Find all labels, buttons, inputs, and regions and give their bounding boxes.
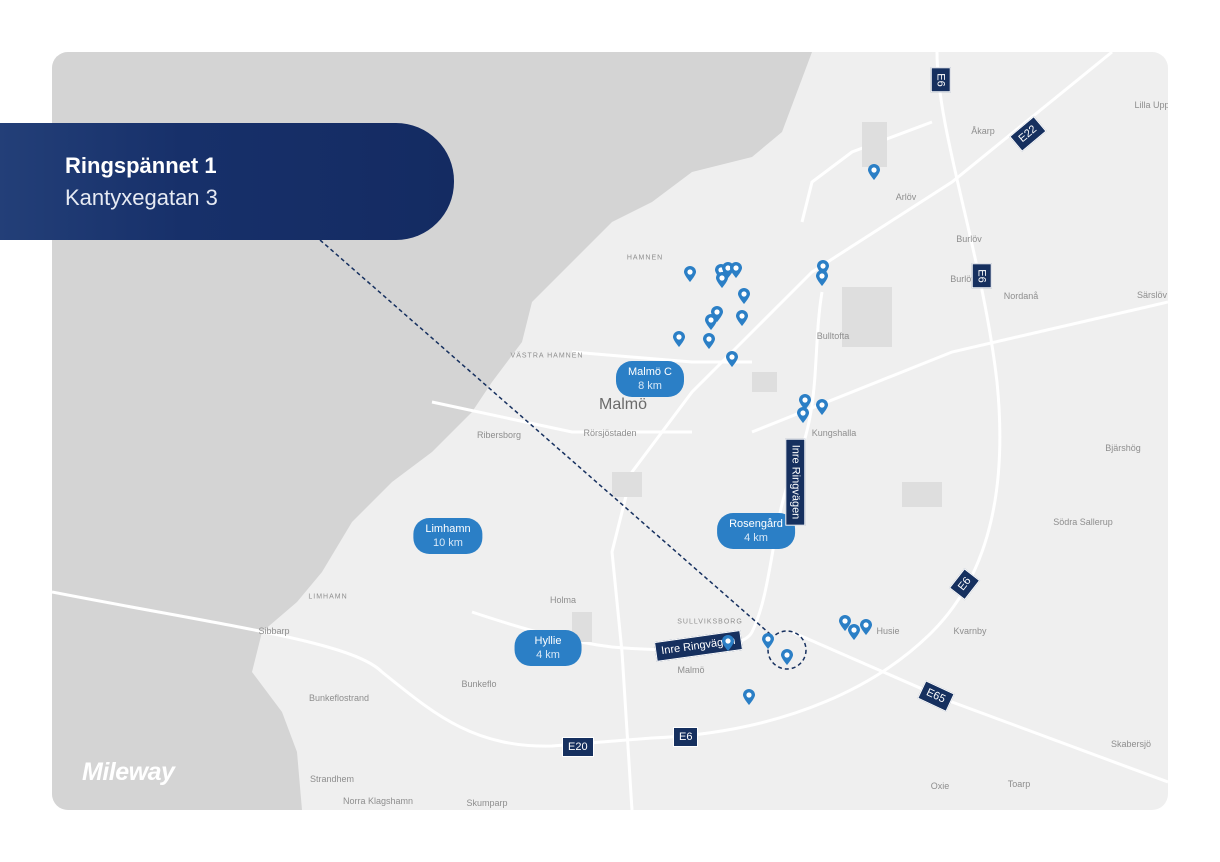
road-shield-e6: E6	[971, 263, 992, 289]
map-pin-icon[interactable]	[799, 394, 811, 410]
place-label: Lilla Upp	[1134, 100, 1168, 110]
map-pin-icon[interactable]	[738, 288, 750, 304]
map-pin-icon[interactable]	[839, 615, 851, 631]
place-label: Malmö	[598, 396, 648, 413]
place-label: VÄSTRA HAMNEN	[510, 352, 584, 360]
map-pin-icon[interactable]	[684, 266, 696, 282]
map[interactable]: Malmö HAMNEN VÄSTRA HAMNEN Ribersborg Rö…	[52, 52, 1168, 810]
place-label: Kungshalla	[811, 428, 857, 438]
destination-name: Limhamn	[425, 523, 471, 535]
place-label: Oxie	[930, 781, 950, 791]
destination-rosengard[interactable]: Rosengård 4 km	[717, 513, 795, 549]
place-label: Särslöv	[1136, 290, 1168, 300]
map-pin-icon[interactable]	[816, 270, 828, 286]
place-label: Skumparp	[466, 798, 508, 808]
destination-hyllie[interactable]: Hyllie 4 km	[514, 630, 582, 666]
place-label: Holma	[549, 595, 577, 605]
map-pin-icon[interactable]	[797, 407, 809, 423]
connector-line	[319, 239, 771, 635]
roads	[52, 52, 1168, 810]
place-label: Norra Klagshamn	[342, 796, 414, 806]
road-label-inre-ringvagen: Inre Ringvägen	[785, 438, 806, 526]
destination-name: Rosengård	[729, 518, 783, 530]
destination-distance: 10 km	[433, 537, 463, 549]
map-base	[52, 52, 1168, 810]
place-label: Åkarp	[971, 126, 995, 136]
road-shield-e20: E20	[562, 737, 594, 757]
place-label: Bjärshög	[1105, 443, 1141, 453]
place-label: SULLVIKSBORG	[677, 618, 743, 626]
map-pin-icon[interactable]	[716, 272, 728, 288]
place-label: Bunkeflostrand	[308, 693, 370, 703]
place-label: Sibbarp	[258, 626, 290, 636]
destination-limhamn[interactable]: Limhamn 10 km	[413, 518, 483, 554]
map-pin-icon[interactable]	[816, 399, 828, 415]
map-pin-icon[interactable]	[781, 649, 793, 665]
destination-distance: 4 km	[536, 649, 560, 661]
place-label: Nordanå	[1003, 291, 1039, 301]
map-pin-icon[interactable]	[743, 689, 755, 705]
place-label: Husie	[876, 626, 900, 636]
place-label: Arlöv	[895, 192, 917, 202]
target-circle-icon	[767, 630, 807, 670]
map-pin-icon[interactable]	[868, 164, 880, 180]
map-pin-icon[interactable]	[848, 624, 860, 640]
property-title: Ringspännet 1	[65, 153, 217, 178]
map-pin-icon[interactable]	[722, 635, 734, 651]
destination-name: Hyllie	[534, 635, 562, 647]
destination-name: Malmö C	[627, 366, 673, 378]
map-pin-icon[interactable]	[705, 314, 717, 330]
place-label: LIMHAMN	[308, 593, 348, 601]
map-pin-icon[interactable]	[860, 619, 872, 635]
place-label: Skabersjö	[1110, 739, 1152, 749]
place-label: Burlöv	[950, 274, 976, 284]
place-label: Kvarnby	[953, 626, 987, 636]
place-label: Malmö	[677, 665, 705, 675]
place-label: Burlöv	[956, 234, 982, 244]
map-pin-icon[interactable]	[673, 331, 685, 347]
map-pin-icon[interactable]	[726, 351, 738, 367]
place-label: Bunkeflo	[461, 679, 497, 689]
map-pin-icon[interactable]	[730, 262, 742, 278]
place-label: HAMNEN	[626, 254, 664, 262]
property-address: Kantyxegatan 3	[65, 185, 218, 210]
destination-malmo-c[interactable]: Malmö C 8 km	[615, 361, 685, 397]
map-pin-icon[interactable]	[736, 310, 748, 326]
map-pin-icon[interactable]	[762, 633, 774, 649]
road-shield-e6: E6	[673, 727, 699, 747]
mileway-logo: Mileway	[82, 758, 175, 786]
destination-distance: 8 km	[638, 380, 662, 392]
map-pin-icon[interactable]	[703, 333, 715, 349]
destination-distance: 4 km	[744, 532, 768, 544]
place-label: Södra Sallerup	[1053, 517, 1113, 527]
road-shield-e6: E6	[930, 67, 951, 93]
place-label: Bulltofta	[816, 331, 850, 341]
place-label: Ribersborg	[476, 430, 522, 440]
place-label: Toarp	[1007, 779, 1031, 789]
property-header: Ringspännet 1 Kantyxegatan 3	[0, 123, 454, 240]
place-label: Strandhem	[309, 774, 355, 784]
water	[52, 52, 812, 810]
place-label: Rörsjöstaden	[583, 428, 637, 438]
landuse	[572, 122, 942, 642]
